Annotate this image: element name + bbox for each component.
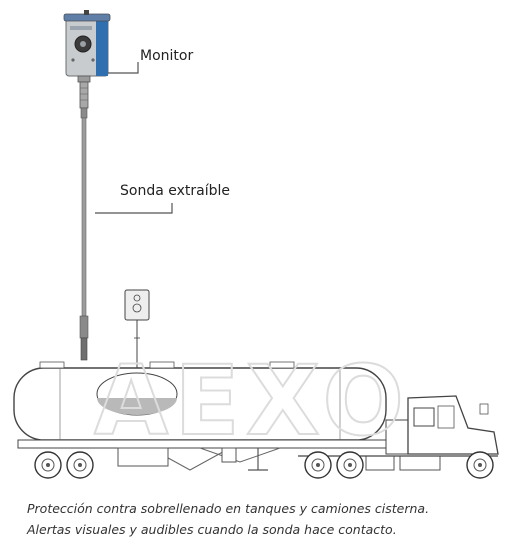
probe <box>79 107 89 361</box>
tanker-trailer <box>13 361 391 471</box>
caption-line-1: Protección contra sobrellenado en tanque… <box>27 501 430 516</box>
monitor-leader-line <box>108 62 139 74</box>
tank-sensor-device <box>124 289 150 392</box>
probe-label: Sonda extraíble <box>120 183 230 199</box>
watermark: AEXO <box>94 345 410 457</box>
truck-wheel <box>466 451 494 479</box>
monitor-device <box>63 10 111 109</box>
probe-leader-line <box>95 203 173 214</box>
truck-cab <box>298 395 499 471</box>
truck-wheel <box>304 451 332 479</box>
truck-wheel <box>336 451 364 479</box>
trailer-wheel <box>34 451 62 479</box>
wheels <box>34 451 494 479</box>
trailer-wheel <box>66 451 94 479</box>
monitor-label: Monitor <box>140 48 194 64</box>
caption-line-2: Alertas visuales y audibles cuando la so… <box>27 522 397 537</box>
